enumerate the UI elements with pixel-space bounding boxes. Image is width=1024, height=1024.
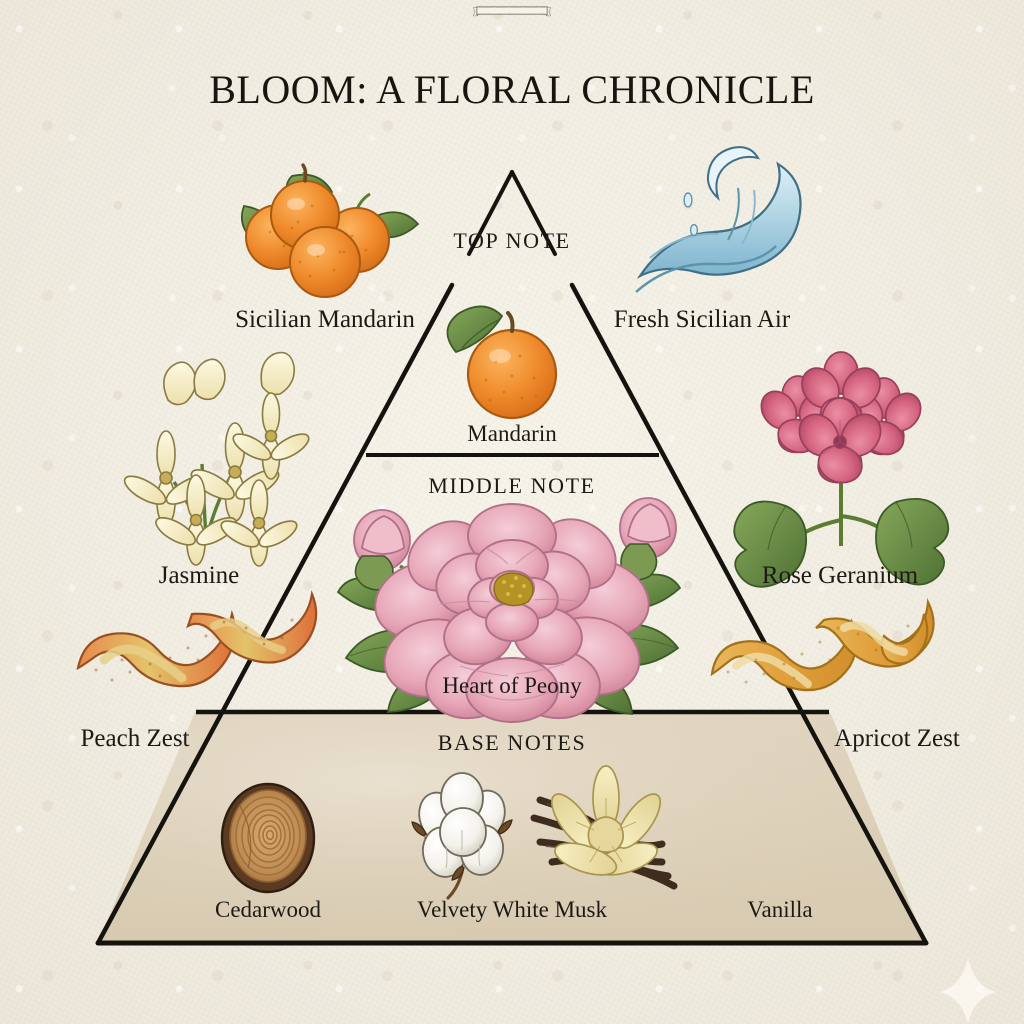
mandarin-cluster-icon (240, 163, 420, 298)
peony-icon (336, 497, 682, 723)
note-label-peach-zest: Peach Zest (80, 725, 190, 752)
wood-slice-icon (220, 782, 316, 894)
tier-heading-base: BASE NOTES (437, 730, 587, 755)
note-label-fresh-sicilian-air: Fresh Sicilian Air (613, 306, 791, 333)
wave-icon (635, 146, 802, 293)
note-label-rose-geranium: Rose Geranium (761, 562, 919, 589)
note-label-jasmine: Jasmine (158, 562, 240, 589)
tier-heading-top: TOP NOTE (453, 228, 571, 253)
tier-heading-middle: MIDDLE NOTE (428, 473, 596, 498)
mandarin-icon (446, 305, 558, 420)
peach-zest-icon (76, 589, 318, 688)
title-banner (472, 6, 552, 17)
triangle-edge-left (95, 282, 455, 946)
triangle-edge-right (569, 282, 929, 946)
note-label-sicilian-mandarin: Sicilian Mandarin (235, 306, 415, 333)
note-label-vanilla: Vanilla (747, 897, 813, 922)
triangle-edge-left-upper (467, 170, 514, 256)
note-label-mandarin: Mandarin (467, 421, 557, 446)
sparkle-icon (940, 958, 996, 1024)
cotton-boll-icon (411, 772, 513, 900)
note-label-heart-of-peony: Heart of Peony (442, 673, 582, 698)
note-label-apricot-zest: Apricot Zest (834, 725, 960, 752)
triangle-edge-right-upper (510, 170, 557, 256)
apricot-zest-icon (710, 597, 935, 692)
note-label-velvety-white-musk: Velvety White Musk (417, 897, 607, 922)
jasmine-icon (123, 351, 310, 567)
vanilla-icon (530, 765, 678, 890)
banner-plate (476, 6, 548, 15)
page-title: BLOOM: A FLORAL CHRONICLE (209, 67, 815, 112)
geranium-icon (733, 351, 950, 588)
note-label-cedarwood: Cedarwood (214, 897, 322, 922)
